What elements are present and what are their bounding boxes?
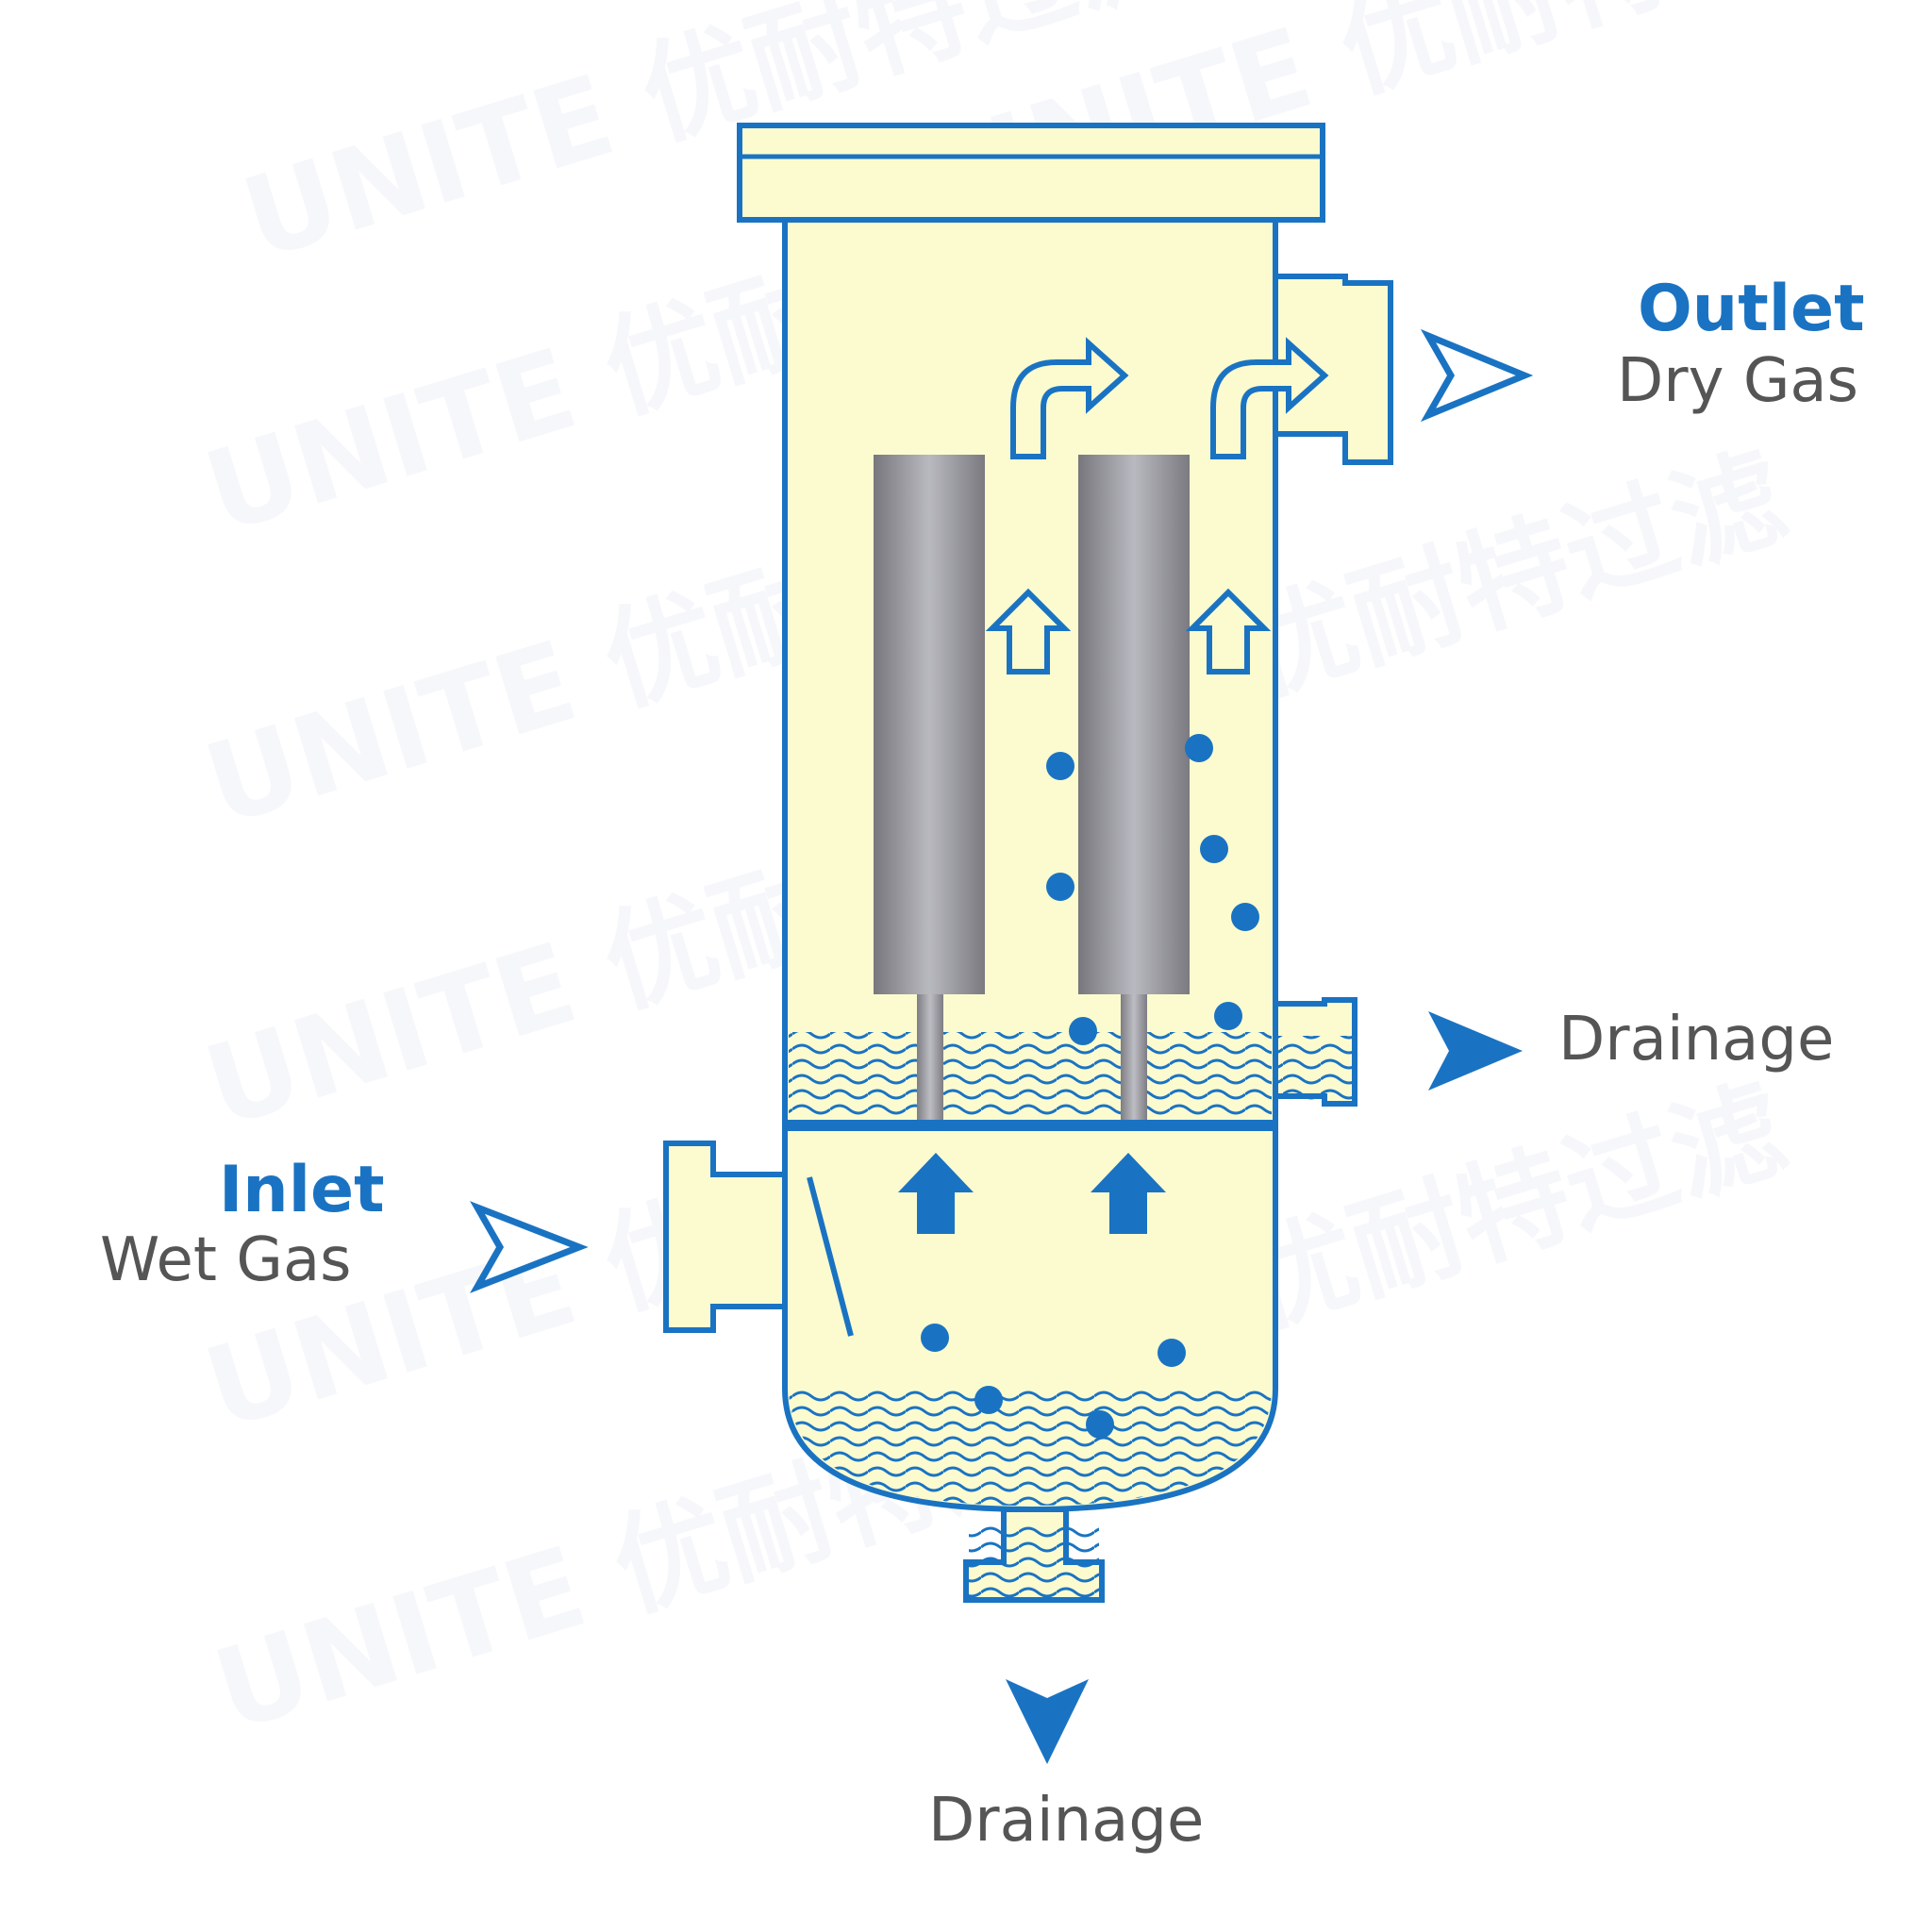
- turn-arrow-icon: [1210, 337, 1329, 459]
- bottom-drainage-label: Drainage: [928, 1786, 1205, 1856]
- turn-arrow-icon: [1010, 337, 1129, 459]
- lower-liquid-layer: [789, 1387, 1272, 1506]
- filter-element-left: [874, 455, 985, 994]
- inlet-subtitle: Wet Gas: [100, 1225, 352, 1295]
- droplet: [1046, 873, 1074, 901]
- inlet-nozzle: [663, 1141, 790, 1333]
- inlet-baffle: [807, 1176, 854, 1337]
- droplet: [921, 1324, 949, 1352]
- element-rod-left: [917, 992, 943, 1120]
- side-drain-liquid: [1275, 1036, 1353, 1102]
- outlet-arrow-icon: [1420, 328, 1534, 423]
- outlet-subtitle: Dry Gas: [1617, 346, 1858, 416]
- element-rod-right: [1121, 992, 1147, 1120]
- up-arrow-icon: [1185, 588, 1272, 675]
- droplet: [1046, 752, 1074, 780]
- droplet: [1231, 903, 1259, 931]
- filter-element-right: [1078, 455, 1190, 994]
- inlet-title: Inlet: [219, 1153, 385, 1227]
- droplet: [1185, 734, 1213, 762]
- droplet: [974, 1386, 1003, 1414]
- top-flange: [737, 123, 1325, 223]
- separator-plate: [785, 1120, 1275, 1131]
- drain-arrow-icon: [1006, 1679, 1089, 1764]
- up-arrow-icon: [985, 588, 1072, 675]
- inlet-arrow-icon: [470, 1201, 589, 1293]
- outlet-title: Outlet: [1638, 272, 1865, 346]
- outlet-nozzle: [1271, 274, 1393, 465]
- upper-liquid-layer: [789, 1032, 1272, 1119]
- droplet: [1086, 1410, 1114, 1439]
- side-drainage-label: Drainage: [1558, 1005, 1835, 1074]
- droplet: [1200, 835, 1228, 863]
- up-arrow-icon: [898, 1153, 974, 1234]
- drain-arrow-icon: [1428, 1011, 1523, 1091]
- bottom-drain-liquid: [969, 1523, 1099, 1598]
- droplet: [1214, 1002, 1242, 1030]
- up-arrow-icon: [1091, 1153, 1166, 1234]
- droplet: [1069, 1017, 1097, 1045]
- droplet: [1158, 1339, 1186, 1367]
